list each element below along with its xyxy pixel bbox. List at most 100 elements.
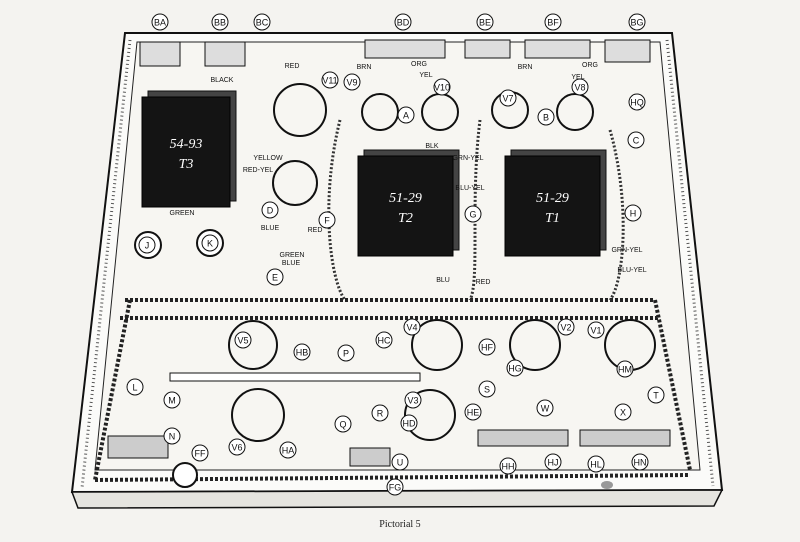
- socket-v2: V2: [557, 318, 575, 336]
- wire-label-4: GREEN: [170, 210, 195, 217]
- point-w: W: [536, 399, 554, 417]
- svg-text:V11: V11: [322, 76, 337, 86]
- svg-text:U: U: [397, 458, 404, 468]
- svg-text:HD: HD: [403, 419, 416, 429]
- tube-socket-v4: [411, 319, 463, 371]
- jack-hj: HJ: [544, 453, 562, 471]
- socket-v1: V1: [587, 321, 605, 339]
- svg-text:FG: FG: [389, 483, 402, 493]
- wiring-harness: [93, 298, 692, 482]
- point-b: B: [537, 108, 555, 126]
- wire-label-9: BLK: [425, 143, 439, 150]
- tube-socket-rectifier: [272, 160, 318, 206]
- socket-v9: V9: [343, 73, 361, 91]
- svg-text:X: X: [620, 408, 626, 418]
- svg-text:HL: HL: [590, 460, 602, 470]
- terminal-strip-bg: [604, 39, 651, 63]
- tube-socket-v2: [509, 319, 561, 371]
- point-l: L: [126, 378, 144, 396]
- wire-label-18: BLU: [436, 277, 450, 284]
- svg-text:BD: BD: [397, 18, 410, 28]
- socket-v5: V5: [234, 331, 252, 349]
- transformer-t1: [504, 155, 601, 257]
- label-bc: BC: [253, 13, 271, 31]
- transformer-t3-designator: T3: [179, 157, 194, 172]
- chassis-foot: [601, 481, 613, 489]
- point-g: G: [464, 205, 482, 223]
- wire-label-5: BLUE: [261, 225, 280, 232]
- transformer-t1-part-number: 51-29: [536, 191, 569, 206]
- svg-text:BC: BC: [256, 18, 269, 28]
- transformer-t2-part-number: 51-29: [389, 191, 422, 206]
- point-f: F: [318, 211, 336, 229]
- svg-text:HM: HM: [618, 365, 632, 375]
- jack-hb: HB: [293, 343, 311, 361]
- jack-he: HE: [464, 403, 482, 421]
- svg-text:N: N: [169, 432, 176, 442]
- svg-text:C: C: [633, 136, 640, 146]
- label-bb: BB: [211, 13, 229, 31]
- svg-text:G: G: [469, 210, 476, 220]
- transformer-t3-part-number: 54-93: [170, 137, 203, 152]
- jack-hn: HN: [631, 453, 649, 471]
- wire-label-21: BLU-YEL: [617, 267, 646, 274]
- svg-text:A: A: [403, 111, 409, 121]
- svg-text:V4: V4: [406, 323, 417, 333]
- svg-text:F: F: [324, 216, 330, 226]
- svg-text:HG: HG: [508, 364, 522, 374]
- svg-text:HC: HC: [378, 336, 391, 346]
- svg-text:FF: FF: [195, 449, 206, 459]
- point-s: S: [478, 380, 496, 398]
- point-h: H: [624, 204, 642, 222]
- wire-label-16: ORG: [582, 62, 598, 69]
- label-be: BE: [476, 13, 494, 31]
- jack-hq: HQ: [628, 93, 646, 111]
- wire-label-11: BLU-YEL: [455, 185, 484, 192]
- chassis-slot: [169, 372, 421, 382]
- svg-text:HF: HF: [481, 343, 493, 353]
- point-e: E: [266, 268, 284, 286]
- socket-v7: V7: [499, 89, 517, 107]
- svg-text:Q: Q: [339, 420, 346, 430]
- svg-text:HN: HN: [634, 458, 647, 468]
- lug-strip-fg: [349, 447, 391, 467]
- point-u: U: [391, 453, 409, 471]
- svg-text:HA: HA: [282, 446, 295, 456]
- socket-v6: V6: [228, 438, 246, 456]
- svg-text:S: S: [484, 385, 490, 395]
- svg-text:J: J: [145, 241, 150, 251]
- svg-text:V5: V5: [237, 336, 248, 346]
- point-n: N: [163, 427, 181, 445]
- wire-label-10: GRN-YEL: [452, 155, 483, 162]
- right-side-wall: [665, 39, 715, 487]
- svg-text:BE: BE: [479, 18, 491, 28]
- point-x: X: [614, 403, 632, 421]
- svg-text:V8: V8: [574, 83, 585, 93]
- socket-v8: V8: [571, 78, 589, 96]
- terminal-strip-be: [464, 39, 511, 59]
- svg-text:HJ: HJ: [548, 458, 559, 468]
- wire-label-20: GRN-YEL: [611, 247, 642, 254]
- point-a: A: [397, 106, 415, 124]
- terminal-strip-bf: [524, 39, 591, 59]
- transformer-t3: [141, 96, 231, 208]
- tube-socket-v8: [556, 93, 594, 131]
- svg-text:M: M: [168, 396, 176, 406]
- point-q: Q: [334, 415, 352, 433]
- svg-text:T: T: [653, 391, 659, 401]
- terminal-strip-ba: [139, 41, 181, 67]
- svg-text:HB: HB: [296, 348, 309, 358]
- wire-label-12: RED: [308, 227, 323, 234]
- tube-socket-v6: [231, 388, 285, 442]
- svg-text:B: B: [543, 113, 549, 123]
- wire-label-3: RED-YEL: [243, 167, 273, 174]
- wire-label-13: GREEN: [280, 252, 305, 259]
- jack-hf: HF: [478, 338, 496, 356]
- svg-text:HQ: HQ: [630, 98, 644, 108]
- tube-socket-v9: [361, 93, 399, 131]
- wire-label-8: YEL: [419, 72, 432, 79]
- svg-text:V3: V3: [407, 396, 418, 406]
- svg-text:P: P: [343, 349, 349, 359]
- label-bg: BG: [628, 13, 646, 31]
